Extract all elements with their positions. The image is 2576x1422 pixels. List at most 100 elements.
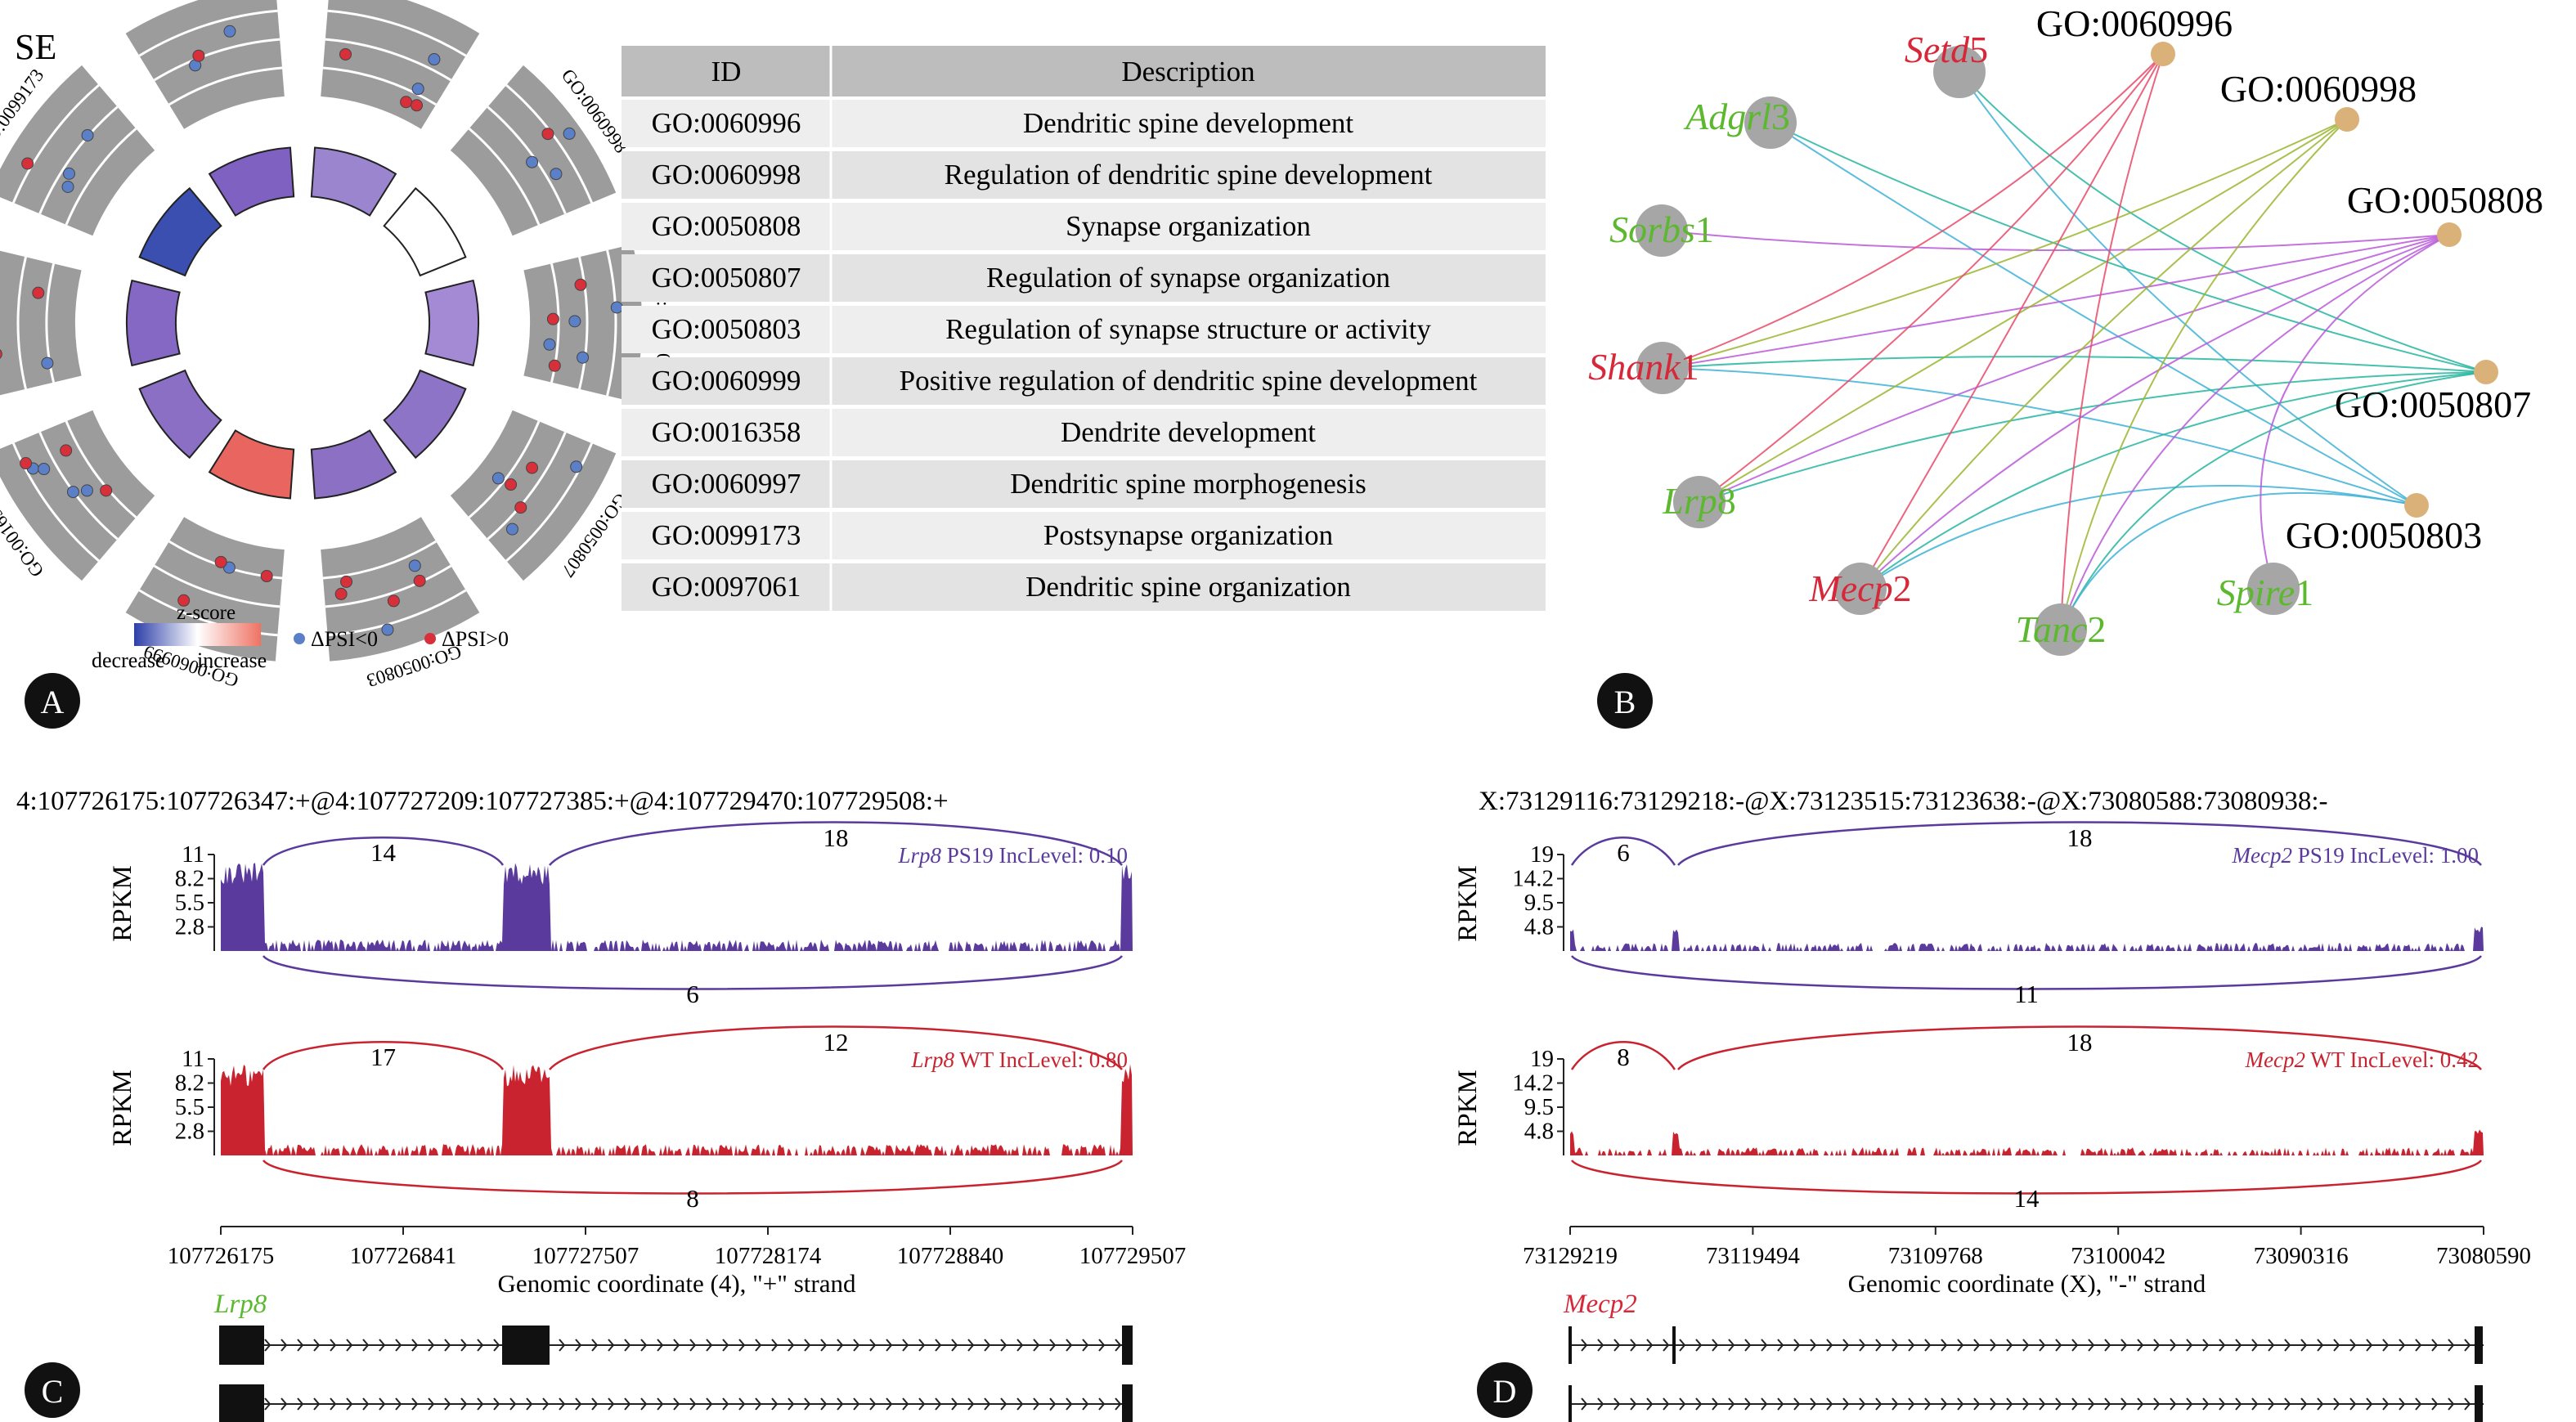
strand-arrow <box>1033 1397 1040 1411</box>
strand-arrow <box>689 1339 697 1352</box>
gene-name-number: 2 <box>2087 608 2106 650</box>
strand-arrow <box>362 1397 370 1411</box>
table-cell-description: Dendritic spine organization <box>1025 571 1351 603</box>
strand-arrow <box>493 1339 500 1352</box>
strand-arrow <box>640 1397 648 1411</box>
strand-arrow <box>2235 1339 2242 1352</box>
strand-arrow <box>2399 1397 2406 1411</box>
term-node-label: GO:0060996 <box>2036 2 2233 44</box>
x-tick-label: 107728840 <box>897 1243 1004 1269</box>
gene-model-exon <box>502 1326 550 1365</box>
strand-arrow <box>1842 1397 1850 1411</box>
dpsi-point <box>340 575 353 588</box>
strand-arrow <box>771 1397 779 1411</box>
dpsi-point <box>61 181 74 194</box>
junction-count: 6 <box>1617 838 1630 867</box>
dpsi-point <box>411 83 424 96</box>
network-edge <box>1662 53 2164 369</box>
dpsi-point <box>505 523 518 536</box>
strand-arrow <box>1066 1339 1073 1352</box>
go-gridline <box>325 38 452 82</box>
gene-name-italic: Spire <box>2217 572 2295 613</box>
strand-arrow <box>967 1397 975 1411</box>
strand-arrow <box>2284 1339 2291 1352</box>
strand-arrow <box>2251 1339 2259 1352</box>
x-tick-label: 107726175 <box>168 1243 275 1269</box>
gene-node-label: Adgrl3 <box>1683 96 1790 137</box>
strand-arrow <box>2300 1339 2308 1352</box>
gene-name-italic: Mecp <box>1808 567 1892 609</box>
strand-arrow <box>2219 1339 2226 1352</box>
track-label: Mecp2 PS19 IncLevel: 1.00 <box>2232 843 2479 868</box>
strand-arrow <box>1597 1339 1604 1352</box>
table-cell-id: GO:0060996 <box>652 107 801 139</box>
junction-arc <box>1571 955 2482 990</box>
coverage-area <box>1570 1129 2484 1155</box>
y-tick-label: 5.5 <box>175 1094 204 1120</box>
zscore-bar <box>383 369 467 460</box>
table-cell-id: GO:0099173 <box>652 519 801 551</box>
strand-arrow <box>1990 1339 1997 1352</box>
junction-arc <box>549 1025 1123 1070</box>
strand-arrow <box>738 1339 746 1352</box>
gene-node-label: Tanc2 <box>2016 608 2107 650</box>
dpsi-point <box>32 286 45 299</box>
strand-arrow <box>509 1397 517 1411</box>
strand-arrow <box>2088 1397 2095 1411</box>
strand-arrow <box>689 1397 697 1411</box>
strand-arrow <box>2104 1339 2112 1352</box>
strand-arrow <box>313 1339 321 1352</box>
dpsi-point <box>66 486 79 499</box>
strand-arrow <box>1826 1397 1833 1411</box>
strand-arrow <box>2088 1339 2095 1352</box>
gene-node <box>1834 563 1887 615</box>
strand-arrow <box>608 1339 615 1352</box>
strand-arrow <box>2219 1397 2226 1411</box>
strand-arrow <box>1810 1339 1817 1352</box>
gene-node-label: Sorbs1 <box>1609 209 1714 250</box>
panel-letter-badge <box>25 673 80 729</box>
strand-arrow <box>1581 1339 1588 1352</box>
strand-arrow <box>820 1397 828 1411</box>
junction-arc <box>263 955 1123 990</box>
y-axis-label: RPKM <box>1453 1070 1483 1146</box>
table-cell-description: Regulation of synapse structure or activ… <box>945 313 1431 345</box>
strand-arrow <box>1033 1339 1040 1352</box>
track-label: Lrp8 PS19 IncLevel: 0.10 <box>897 843 1128 868</box>
table-cell-description: Dendrite development <box>1061 416 1316 448</box>
strand-arrow <box>1082 1339 1089 1352</box>
go-gridline <box>65 128 137 226</box>
panel-d: X:73129116:73129218:-@X:73123515:7312363… <box>1453 787 2531 1422</box>
table-cell-description: Regulation of synapse organization <box>986 262 1390 294</box>
table-cell-id: GO:0060999 <box>652 365 801 397</box>
strand-arrow <box>1016 1339 1024 1352</box>
strand-arrow <box>2431 1397 2439 1411</box>
strand-arrow <box>444 1339 451 1352</box>
strand-arrow <box>869 1397 877 1411</box>
strand-arrow <box>379 1397 386 1411</box>
gene-name-italic: Tanc <box>2016 608 2088 650</box>
dpsi-point <box>543 338 556 351</box>
network-edge <box>1959 71 2487 373</box>
go-gridline <box>138 589 278 637</box>
table-header-bg <box>622 46 1546 96</box>
strand-arrow <box>804 1339 811 1352</box>
zscore-colorbar <box>134 623 261 646</box>
gene-node <box>1673 476 1726 528</box>
strand-arrow <box>1908 1397 1915 1411</box>
strand-arrow <box>657 1339 664 1352</box>
table-cell-id: GO:0060997 <box>652 468 801 500</box>
strand-arrow <box>395 1397 402 1411</box>
table-cell-id: GO:0060998 <box>652 159 801 191</box>
dpsi-point <box>41 357 54 370</box>
network-edge <box>1860 119 2348 590</box>
junction-count: 6 <box>686 980 699 1008</box>
table-row-bg <box>622 254 1546 302</box>
network-edge <box>1860 371 2487 590</box>
zscore-bar <box>208 146 295 217</box>
panel-a: SEGO:0060996GO:0060998GO:0050808GO:00508… <box>0 0 674 729</box>
strand-arrow <box>2268 1339 2275 1352</box>
go-outer-segment <box>125 0 285 129</box>
gene-node-label: Spire1 <box>2217 572 2313 613</box>
gene-name-number: 1 <box>1695 209 1714 250</box>
